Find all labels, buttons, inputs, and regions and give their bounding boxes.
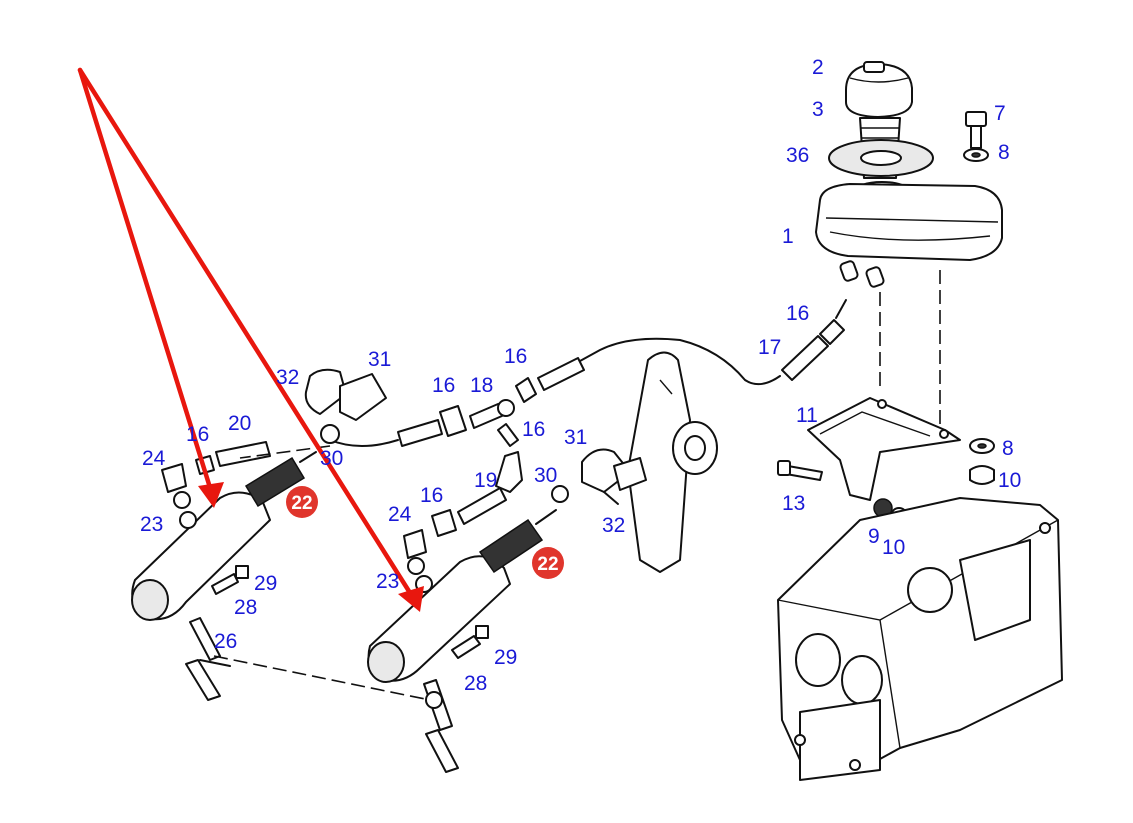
part-label: 28 bbox=[234, 596, 257, 619]
part-label: 10 bbox=[882, 536, 905, 559]
part-label: 32 bbox=[602, 514, 625, 537]
part-label: 19 bbox=[474, 469, 497, 492]
part-label: 30 bbox=[534, 464, 557, 487]
part-label: 8 bbox=[998, 141, 1010, 164]
part-label: 26 bbox=[214, 630, 237, 653]
part-label: 20 bbox=[228, 412, 251, 435]
left-cylinder-assembly bbox=[131, 441, 431, 701]
part-label: 1 bbox=[782, 225, 794, 248]
part-label: 11 bbox=[796, 404, 818, 427]
part-label: 16 bbox=[504, 345, 527, 368]
badges: 22 22 bbox=[286, 486, 564, 579]
badge-circle bbox=[532, 547, 564, 579]
pedal-lever bbox=[627, 351, 718, 573]
arrow-right bbox=[77, 67, 415, 599]
highlight-arrows bbox=[77, 67, 424, 612]
part-label: 16 bbox=[522, 418, 545, 441]
part-label: 28 bbox=[464, 672, 487, 695]
arrow-right-head bbox=[398, 586, 424, 612]
part-label: 24 bbox=[142, 447, 166, 470]
part-label: 9 bbox=[868, 525, 880, 548]
badge-label: 22 bbox=[537, 554, 558, 575]
part-label: 29 bbox=[494, 646, 517, 669]
part-label: 23 bbox=[140, 513, 163, 536]
part-label: 32 bbox=[276, 366, 299, 389]
part-label: 23 bbox=[376, 570, 399, 593]
part-label: 16 bbox=[420, 484, 443, 507]
hose-tee-assembly bbox=[329, 357, 585, 537]
pedal-bracket-assembly bbox=[777, 397, 1063, 781]
part-label: 36 bbox=[786, 144, 809, 167]
right-cylinder-assembly bbox=[367, 485, 569, 773]
part-label: 7 bbox=[994, 102, 1006, 125]
part-label: 8 bbox=[1002, 437, 1014, 460]
arrow-left bbox=[77, 67, 215, 497]
part-badge-22-right: 22 bbox=[532, 547, 564, 579]
left-fitting-assembly bbox=[304, 368, 387, 444]
part-label: 3 bbox=[812, 98, 824, 121]
reservoir-hose bbox=[559, 270, 941, 430]
reservoir-assembly bbox=[815, 61, 1003, 288]
badge-label: 22 bbox=[291, 493, 312, 514]
right-fitting-assembly bbox=[581, 448, 647, 505]
part-labels: 2 3 36 7 8 1 16 17 11 8 10 13 9 10 31 32… bbox=[140, 56, 1021, 695]
part-label: 30 bbox=[320, 447, 343, 470]
part-label: 18 bbox=[470, 374, 493, 397]
badge-circle bbox=[286, 486, 318, 518]
part-label: 16 bbox=[432, 374, 455, 397]
part-label: 10 bbox=[998, 469, 1021, 492]
part-label: 31 bbox=[564, 426, 587, 449]
part-label: 2 bbox=[812, 56, 824, 79]
part-label: 16 bbox=[186, 423, 209, 446]
part-label: 31 bbox=[368, 348, 391, 371]
part-badge-22-left: 22 bbox=[286, 486, 318, 518]
part-label: 16 bbox=[786, 302, 809, 325]
part-label: 13 bbox=[782, 492, 805, 515]
part-label: 17 bbox=[758, 336, 781, 359]
part-label: 24 bbox=[388, 503, 412, 526]
arrow-left-head bbox=[198, 482, 224, 508]
part-label: 29 bbox=[254, 572, 277, 595]
